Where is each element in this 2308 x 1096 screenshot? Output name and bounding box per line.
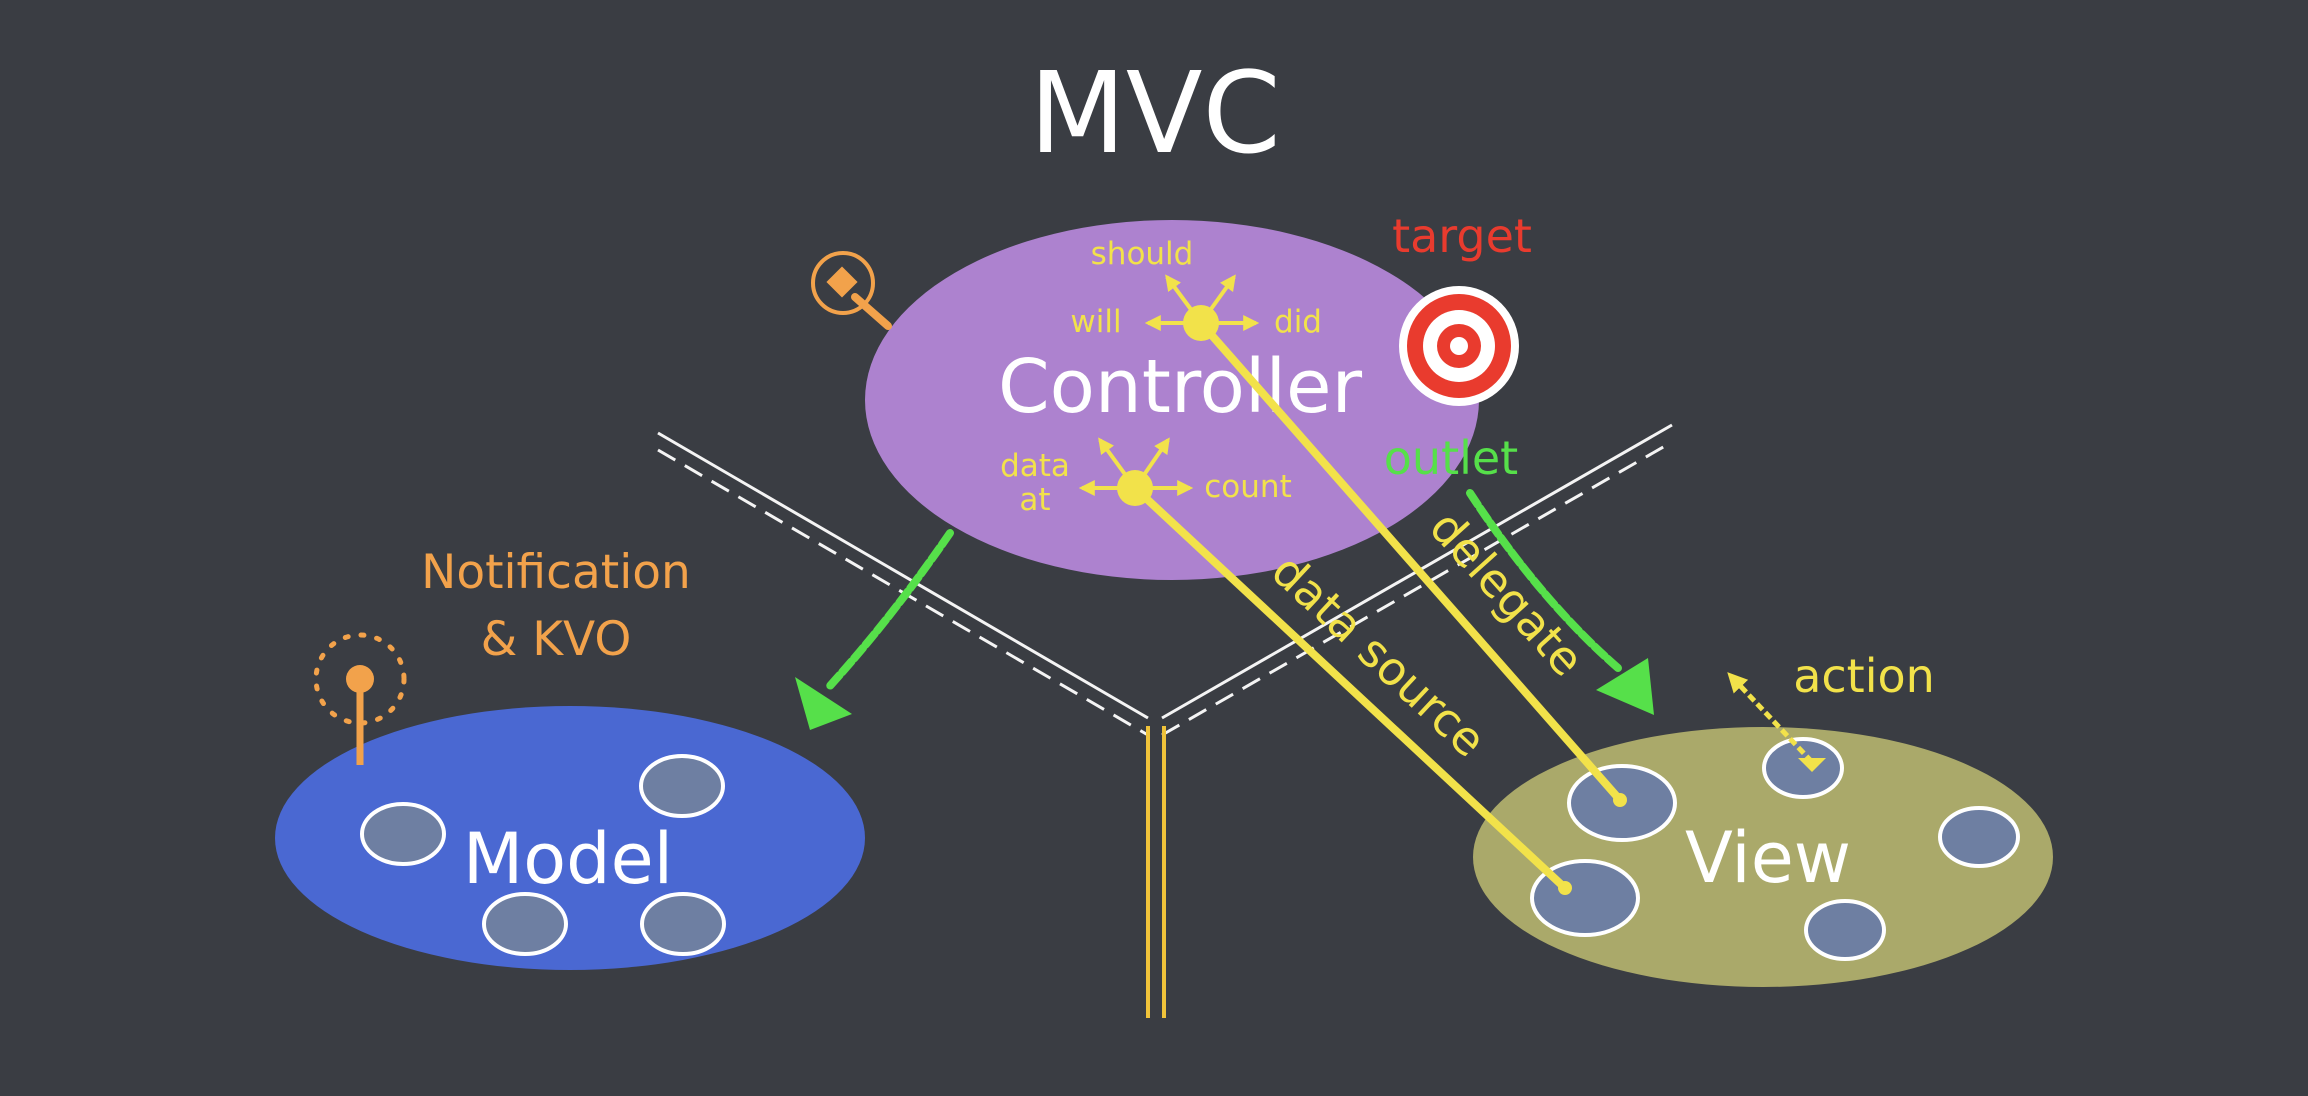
model-subviews <box>360 754 726 956</box>
delegate-connection <box>1197 320 1627 807</box>
action-label: action <box>1793 649 1935 703</box>
controller-ellipse <box>865 220 1479 580</box>
will-label: will <box>1070 304 1121 340</box>
data-at-label-line1: data <box>1000 448 1070 484</box>
controller-to-view-arrow <box>1466 489 1654 715</box>
mouse-cursor-icon <box>1798 758 1826 772</box>
target-icon <box>1399 286 1519 406</box>
controller-to-model-arrow <box>795 529 954 730</box>
radio-tower-icon <box>811 251 892 330</box>
count-label: count <box>1204 469 1291 505</box>
data-source-connection <box>1132 485 1572 895</box>
target-label: target <box>1392 209 1532 263</box>
outlet-label: outlet <box>1384 431 1518 485</box>
model-label: Model <box>463 818 673 900</box>
broadcast-antenna-icon <box>313 632 407 765</box>
controller-label: Controller <box>998 344 1363 430</box>
did-label: did <box>1274 304 1322 340</box>
view-label: View <box>1685 817 1851 899</box>
delegate-label: delegate <box>1419 500 1595 686</box>
action-arrow <box>1727 672 1814 764</box>
notification-label-line1: Notification <box>421 545 691 600</box>
data-at-label-line2: at <box>1019 482 1050 518</box>
slide-title: MVC <box>1029 49 1280 179</box>
should-label: should <box>1091 236 1194 272</box>
notification-label-line2: & KVO <box>481 612 632 667</box>
